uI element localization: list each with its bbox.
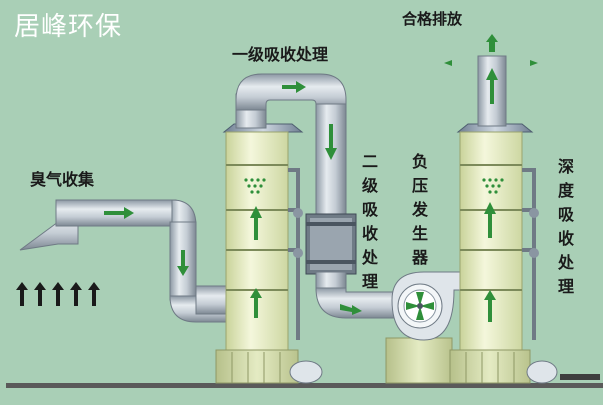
arrow-descend: [325, 124, 337, 160]
arrow-stack: [486, 68, 498, 104]
tower1-spray: [244, 178, 266, 194]
label-deep-absorption: 深度吸收处理: [557, 157, 574, 296]
ground-line: [6, 383, 603, 388]
fan-blades: [406, 292, 434, 320]
arrow-discharge-left: [444, 60, 452, 66]
arrow-arch: [282, 81, 306, 93]
label-negative-pressure: 负压发生器: [411, 152, 428, 267]
arrow-tower1-low: [250, 288, 262, 318]
arrow-intake-down: [177, 250, 189, 276]
fan-inlet-duct: [315, 287, 399, 319]
arrow-discharge-base: [489, 42, 495, 52]
arrow-tower2-low: [484, 290, 496, 322]
arrow-intake: [104, 207, 134, 219]
arrow-discharge-right: [530, 60, 538, 66]
tower2-base: [449, 349, 531, 384]
tower1-recirc-pipe: [288, 168, 300, 340]
tower2-pump: [526, 360, 558, 384]
fan-stand: [385, 337, 453, 384]
tower1-pump: [289, 360, 323, 384]
brand-logo: 居峰环保: [14, 12, 123, 42]
arrow-tower1-high: [250, 206, 262, 240]
label-secondary-absorption: 二级吸收处理: [361, 152, 378, 291]
arrow-tower2-high: [484, 202, 496, 238]
label-primary-absorption: 一级吸收处理: [232, 45, 329, 64]
tower1-inlet: [195, 285, 229, 315]
tower2-recirc-pipe: [522, 168, 536, 340]
intake-arrows: [16, 282, 100, 306]
label-compliant-discharge: 合格排放: [402, 10, 463, 28]
arrow-fan-inlet: [340, 304, 362, 315]
flow-arrows: [104, 34, 538, 322]
drain-pipe: [560, 374, 600, 380]
intake-duct-down: [169, 221, 197, 301]
tower2-spray: [482, 178, 504, 194]
tower1-base: [215, 349, 299, 384]
arrow-discharge-up: [486, 34, 498, 42]
label-exhaust-collection: 臭气收集: [30, 170, 95, 189]
